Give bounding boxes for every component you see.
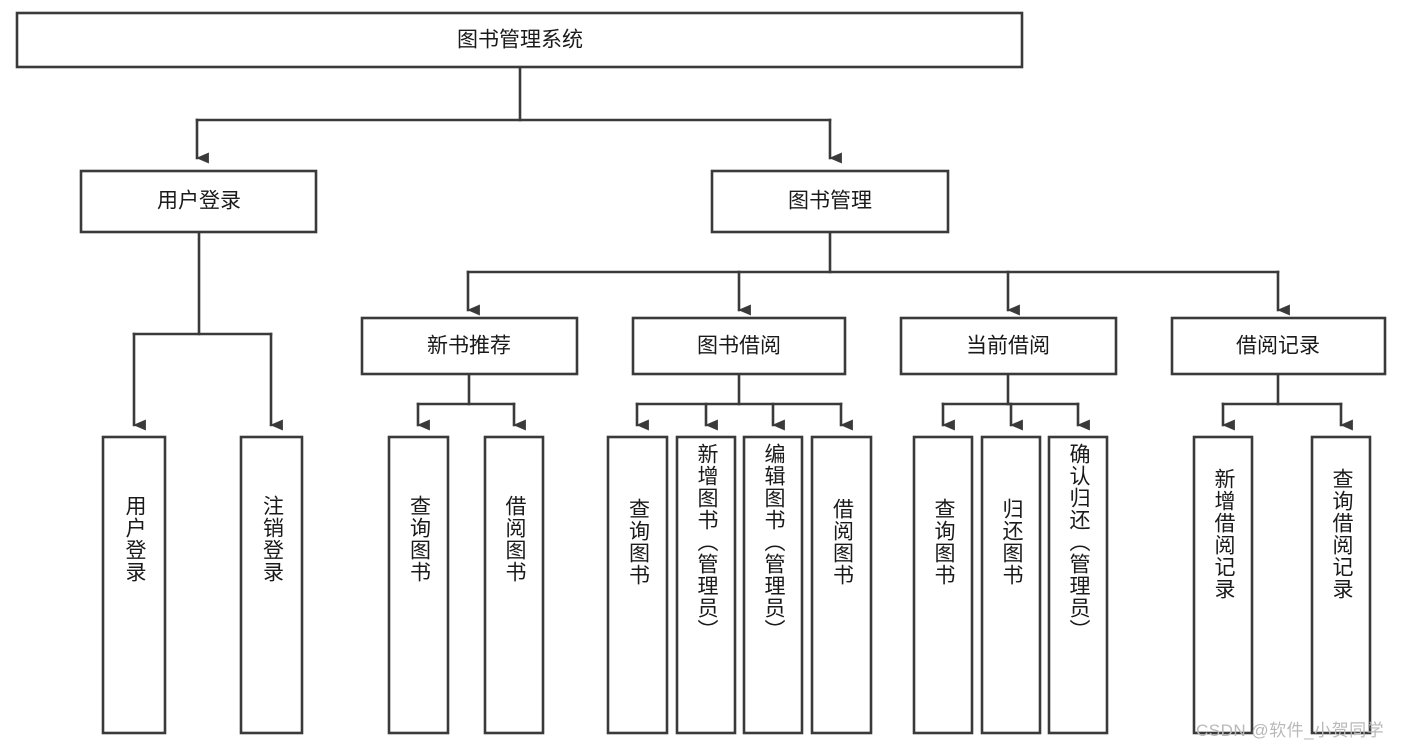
leaf-edit-book-admin-label: 编辑图书（管理员） (762, 443, 786, 641)
leaf-borrow-book-1-label-wrap: 借阅图书 (485, 495, 543, 725)
edge-group-new-book-recommend (416, 372, 526, 431)
node-borrow-record-label: 借阅记录 (1236, 335, 1320, 358)
leaf-return-book-label-wrap: 归还图书 (982, 498, 1040, 728)
leaf-query-book-2-box[interactable] (606, 435, 669, 735)
edge-group-user-login (132, 230, 283, 431)
node-user-login-box[interactable] (79, 169, 318, 234)
leaf-user-login-box[interactable] (101, 435, 167, 735)
leaf-add-book-admin-label: 新增图书（管理员） (695, 443, 719, 641)
root-node-box[interactable] (15, 11, 1024, 69)
leaf-query-book-3-label: 查询图书 (932, 498, 956, 586)
leaf-add-borrow-record-label: 新增借阅记录 (1212, 468, 1236, 600)
leaf-logout-login-box[interactable] (239, 435, 304, 735)
edge-group-book-borrow (635, 372, 853, 431)
root-node-label: 图书管理系统 (457, 29, 583, 52)
leaf-query-borrow-record-label-wrap: 查询借阅记录 (1312, 468, 1370, 726)
node-user-login-label: 用户登录 (157, 190, 241, 213)
leaf-query-book-2-label: 查询图书 (626, 498, 650, 586)
leaf-confirm-return-admin-label-wrap: 确认归还（管理员） (1049, 443, 1107, 729)
node-book-management-box[interactable] (710, 169, 950, 234)
node-book-management-label: 图书管理 (788, 190, 872, 213)
leaf-borrow-book-2-label-wrap: 借阅图书 (812, 498, 871, 728)
leaf-query-book-1-box[interactable] (387, 435, 450, 735)
leaf-query-book-3-label-wrap: 查询图书 (914, 498, 972, 728)
node-new-book-recommend-label: 新书推荐 (427, 335, 511, 358)
leaf-add-book-admin-box[interactable] (675, 435, 737, 735)
leaf-query-borrow-record-box[interactable] (1310, 435, 1372, 735)
leaf-borrow-book-2-box[interactable] (810, 435, 873, 735)
leaf-query-book-2-label-wrap: 查询图书 (608, 498, 667, 728)
leaf-borrow-book-1-box[interactable] (483, 435, 545, 735)
node-borrow-record-box[interactable] (1170, 316, 1387, 376)
leaf-add-borrow-record-box[interactable] (1192, 435, 1254, 735)
leaf-return-book-box[interactable] (980, 435, 1042, 735)
leaf-borrow-book-1-label: 借阅图书 (503, 495, 527, 583)
node-new-book-recommend-box[interactable] (360, 316, 579, 376)
leaf-query-book-1-label-wrap: 查询图书 (389, 495, 448, 725)
node-book-borrow-label: 图书借阅 (697, 335, 781, 358)
edge-group-root (195, 65, 842, 164)
leaf-confirm-return-admin-label: 确认归还（管理员） (1067, 443, 1091, 641)
csdn-watermark: CSDN @软件_小贺同学 (1196, 721, 1385, 740)
leaf-return-book-label: 归还图书 (1000, 498, 1024, 586)
leaf-confirm-return-admin-box[interactable] (1047, 435, 1109, 735)
leaf-query-borrow-record-label: 查询借阅记录 (1330, 468, 1354, 600)
leaf-edit-book-admin-box[interactable] (742, 435, 804, 735)
edge-group-borrow-record (1221, 372, 1353, 431)
leaf-add-book-admin-label-wrap: 新增图书（管理员） (677, 443, 735, 729)
leaf-query-book-3-box[interactable] (912, 435, 974, 735)
leaf-borrow-book-2-label: 借阅图书 (830, 498, 854, 586)
leaf-logout-login-label: 注销登录 (260, 495, 284, 583)
leaf-edit-book-admin-label-wrap: 编辑图书（管理员） (744, 443, 802, 729)
leaf-add-borrow-record-label-wrap: 新增借阅记录 (1194, 468, 1252, 726)
node-book-borrow-box[interactable] (631, 316, 847, 376)
leaf-logout-login-label-wrap: 注销登录 (241, 495, 302, 725)
edge-group-current-borrow (941, 372, 1090, 431)
leaf-query-book-1-label: 查询图书 (407, 495, 431, 583)
node-current-borrow-label: 当前借阅 (966, 335, 1050, 358)
edge-group-book-management (466, 230, 1290, 316)
node-current-borrow-box[interactable] (899, 316, 1118, 376)
leaf-user-login-label: 用户登录 (123, 495, 147, 583)
leaf-user-login-label-wrap: 用户登录 (103, 495, 165, 725)
